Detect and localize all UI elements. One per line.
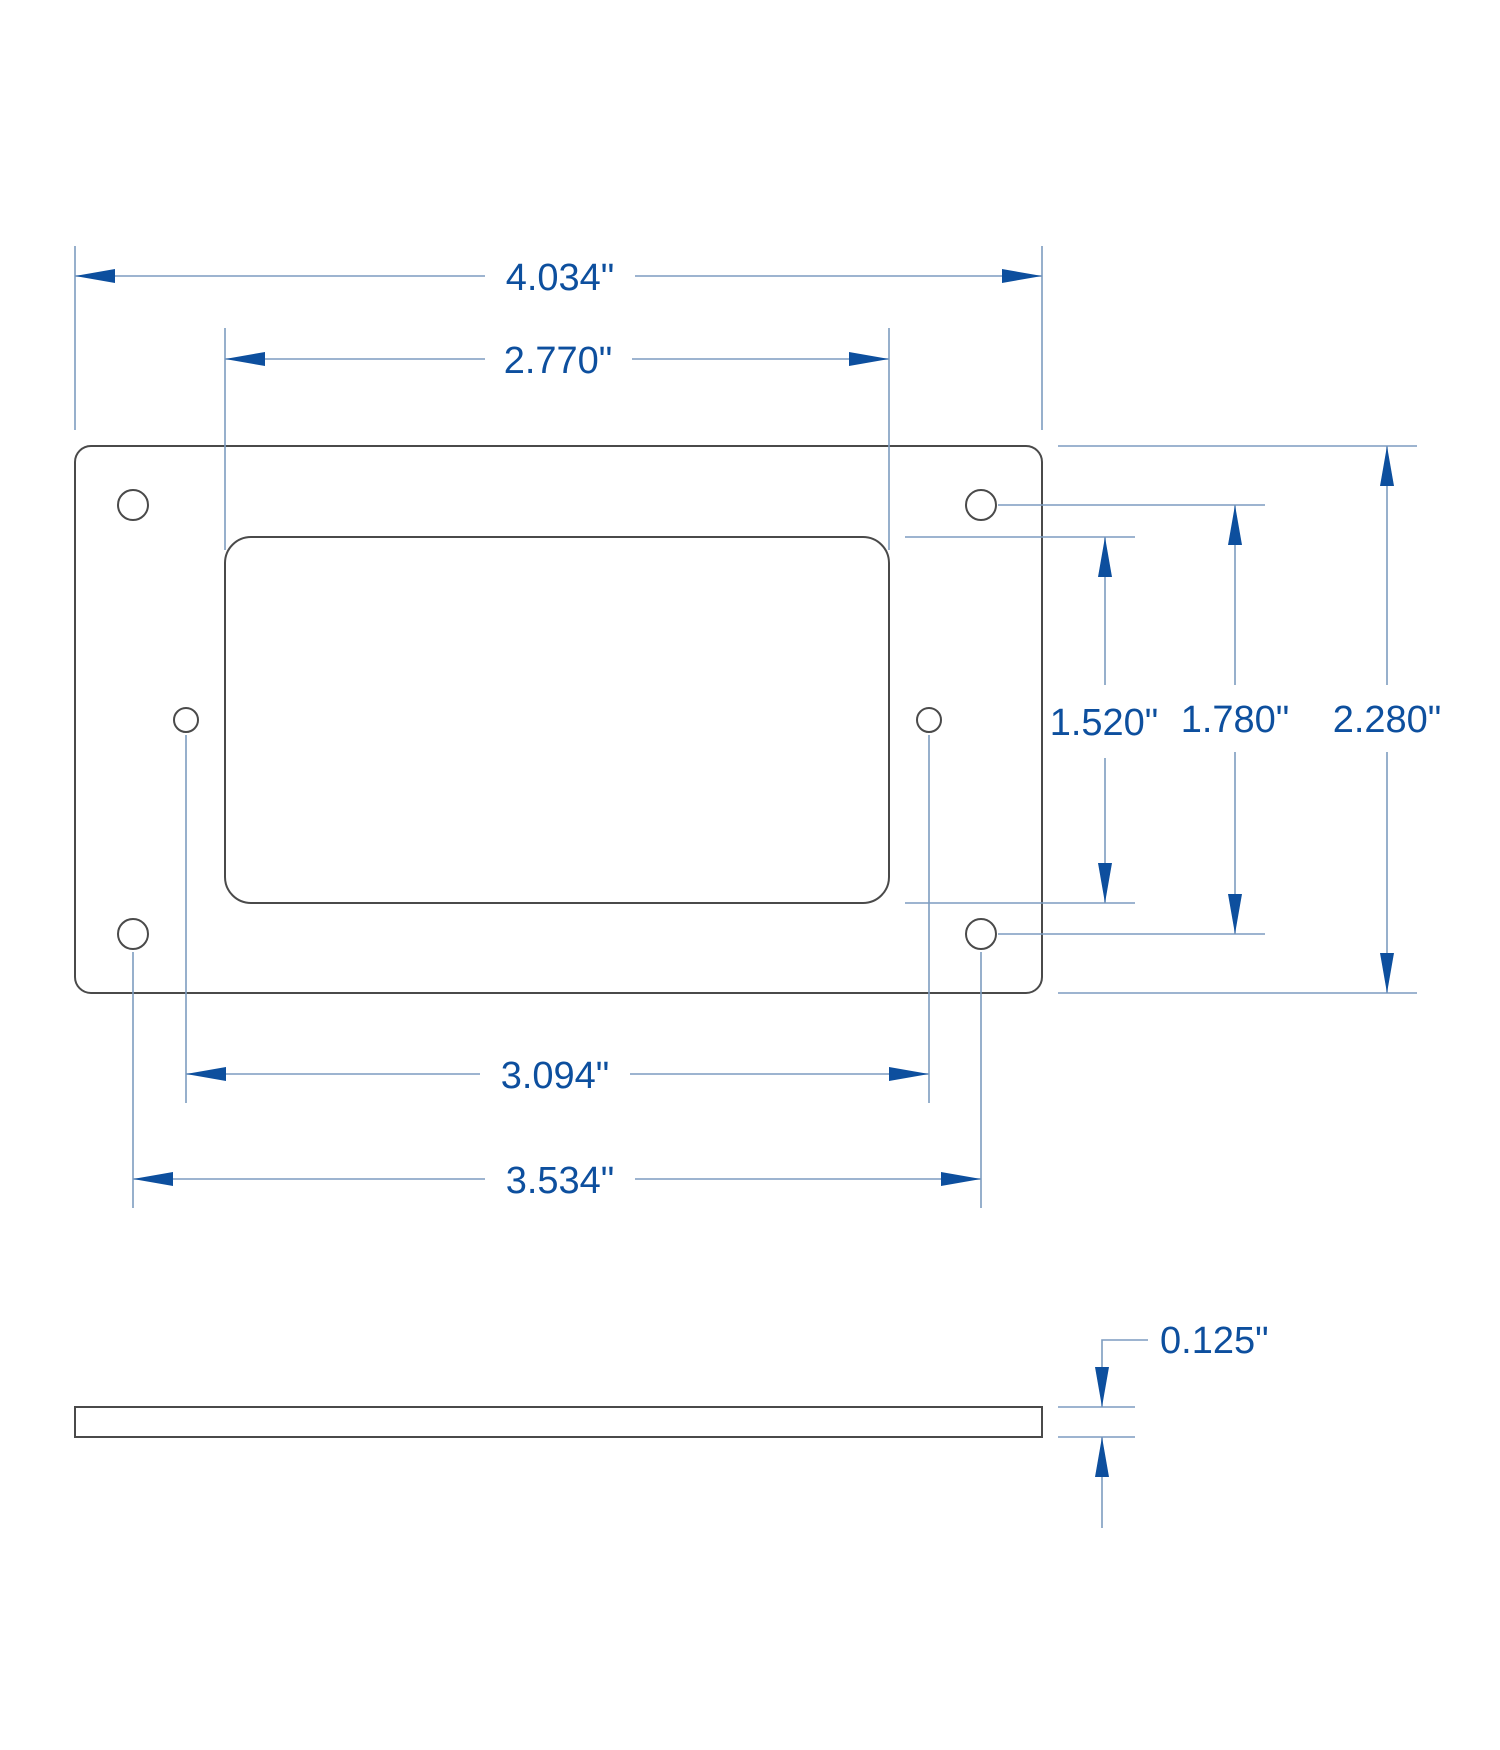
label-cutout-height: 1.520"	[1050, 702, 1159, 744]
dimension-cutout-width: 2.770"	[224, 328, 890, 550]
dimension-cutout-height: 1.520"	[905, 536, 1159, 904]
dimension-inner-hole-spacing: 3.094"	[185, 735, 930, 1103]
dimension-overall-width: 4.034"	[74, 246, 1043, 430]
mounting-hole-top-left	[117, 489, 149, 521]
rectangular-cutout	[224, 536, 890, 904]
label-hole-vertical-spacing: 1.780"	[1181, 699, 1290, 741]
plate-side-view	[74, 1406, 1043, 1438]
mounting-hole-middle-left	[173, 707, 199, 733]
label-overall-width: 4.034"	[506, 257, 615, 299]
mounting-hole-bottom-left	[117, 918, 149, 950]
mounting-hole-top-right	[965, 489, 997, 521]
dimension-thickness: 0.125"	[1058, 1320, 1269, 1528]
label-thickness: 0.125"	[1160, 1320, 1269, 1362]
label-overall-height: 2.280"	[1333, 699, 1442, 741]
dimension-hole-vertical-spacing: 1.780"	[998, 504, 1290, 935]
label-outer-hole-spacing: 3.534"	[506, 1160, 615, 1202]
mounting-hole-middle-right	[916, 707, 942, 733]
plate-top-view	[74, 445, 1043, 994]
dimension-outer-hole-spacing: 3.534"	[132, 952, 982, 1208]
mounting-hole-bottom-right	[965, 918, 997, 950]
label-cutout-width: 2.770"	[504, 340, 613, 382]
dimension-overall-height: 2.280"	[1058, 445, 1442, 994]
label-inner-hole-spacing: 3.094"	[501, 1055, 610, 1097]
side-profile	[74, 1406, 1043, 1438]
